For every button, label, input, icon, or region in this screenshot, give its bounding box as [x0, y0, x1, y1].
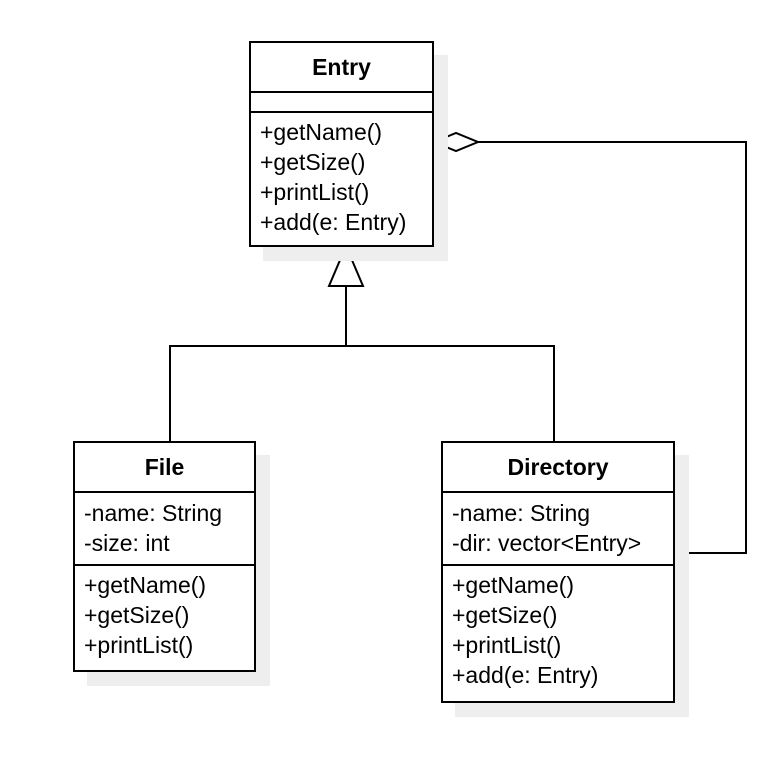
- class-file-attributes: -name: String -size: int: [75, 493, 254, 566]
- method-item: +printList(): [452, 632, 562, 658]
- class-entry[interactable]: Entry +getName() +getSize() +printList()…: [249, 41, 434, 247]
- method-item: +add(e: Entry): [452, 662, 599, 688]
- method-item: +printList(): [260, 179, 370, 205]
- method-item: +getSize(): [84, 602, 190, 628]
- class-file[interactable]: File -name: String -size: int +getName()…: [73, 441, 256, 672]
- method-item: +getSize(): [260, 149, 366, 175]
- class-entry-attributes: [251, 93, 432, 113]
- method-item: +getName(): [452, 572, 575, 598]
- class-entry-name: Entry: [251, 43, 432, 93]
- class-directory-methods: +getName() +getSize() +printList() +add(…: [443, 566, 673, 694]
- method-item: +getSize(): [452, 602, 558, 628]
- generalization-line-file: [169, 286, 347, 441]
- class-directory-name: Directory: [443, 443, 673, 493]
- attribute-item: -name: String: [452, 500, 591, 526]
- class-directory-attributes: -name: String -dir: vector<Entry>: [443, 493, 673, 566]
- aggregation-line: [478, 141, 747, 554]
- class-directory[interactable]: Directory -name: String -dir: vector<Ent…: [441, 441, 675, 703]
- class-file-methods: +getName() +getSize() +printList(): [75, 566, 254, 664]
- method-item: +getName(): [84, 572, 207, 598]
- class-entry-methods: +getName() +getSize() +printList() +add(…: [251, 113, 432, 241]
- attribute-item: -dir: vector<Entry>: [452, 530, 642, 556]
- method-item: +getName(): [260, 119, 383, 145]
- attribute-item: -name: String: [84, 500, 223, 526]
- attribute-item: -size: int: [84, 530, 170, 556]
- method-item: +printList(): [84, 632, 194, 658]
- class-file-name: File: [75, 443, 254, 493]
- method-item: +add(e: Entry): [260, 209, 407, 235]
- aggregation-diamond: [431, 131, 481, 153]
- generalization-arrowhead: [327, 243, 365, 287]
- generalization-line-directory: [346, 345, 555, 441]
